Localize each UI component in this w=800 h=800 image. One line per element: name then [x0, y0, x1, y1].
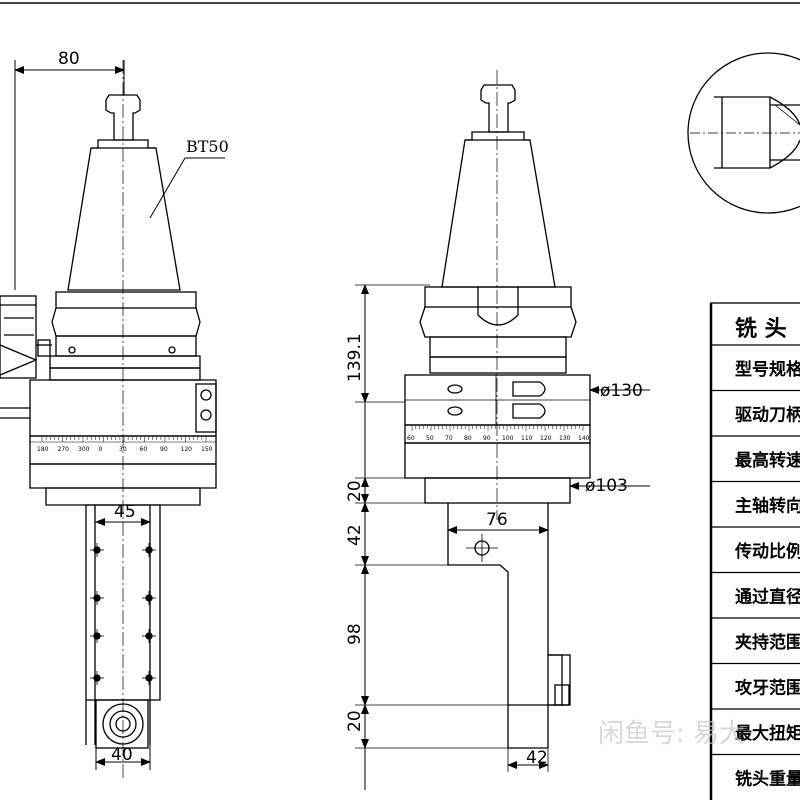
scale-label: 60: [407, 435, 415, 442]
table-row-label: 传动比例: [734, 541, 800, 562]
scale-label: 180: [37, 446, 49, 453]
scale-label: 90: [483, 435, 491, 442]
scale-label: 120: [181, 446, 193, 453]
table-header: 铣 头: [735, 317, 787, 342]
detail-view: [687, 52, 800, 214]
table-row-label: 驱动刀柄: [735, 405, 800, 426]
table-row-label: 攻牙范围: [735, 678, 800, 699]
scale-label: 110: [521, 435, 533, 442]
dim-98: 98: [345, 623, 365, 645]
scale-label: 90: [160, 446, 168, 453]
table-row-label: 铣头重量: [735, 769, 800, 790]
scale-label: 60: [140, 446, 148, 453]
table-row-label: 主轴转向: [735, 496, 800, 517]
table-row-label: 夹持范围: [735, 632, 800, 653]
dim-42-arm: 42: [345, 524, 365, 546]
dim-45: 45: [114, 502, 136, 522]
dim-40: 40: [111, 745, 133, 765]
scale-label: 80: [464, 435, 472, 442]
table-row-label: 通过直径: [735, 587, 800, 608]
dim-76: 76: [486, 510, 508, 530]
left-view: [0, 60, 225, 780]
dim-dia-103: ø103: [585, 476, 628, 496]
dim-dia-130: ø130: [600, 381, 643, 401]
table-row-label: 最高转速: [735, 450, 800, 471]
watermark: 闲鱼号: 易大: [598, 719, 745, 749]
dim-139-1: 139.1: [345, 333, 365, 382]
scale-label: 150: [201, 446, 213, 453]
scale-label: 120: [540, 435, 552, 442]
table-row-label: 型号规格: [735, 359, 800, 380]
middle-view: [355, 70, 650, 790]
dim-20-flange: 20: [345, 480, 365, 502]
spec-table: [709, 302, 800, 800]
mid-scale-labels: 60 50 70 80 90 100 110 120 130 140: [407, 426, 590, 442]
scale-label: 130: [559, 435, 571, 442]
scale-label: 300: [78, 446, 90, 453]
table-row-label: 最大扭矩: [735, 723, 800, 744]
scale-label: 50: [426, 435, 434, 442]
dim-42-tip: 42: [526, 748, 548, 768]
scale-label: 100: [502, 435, 514, 442]
scale-label: 270: [58, 446, 70, 453]
scale-label: 30: [119, 446, 127, 453]
scale-label: 0: [99, 446, 103, 453]
dim-20-tip: 20: [345, 710, 365, 732]
left-scale-labels: 180 270 300 0 30 60 90 120 150: [37, 437, 213, 453]
dim-80: 80: [58, 49, 80, 69]
label-bt50: BT50: [186, 137, 229, 156]
scale-label: 140: [578, 435, 590, 442]
scale-label: 70: [445, 435, 453, 442]
